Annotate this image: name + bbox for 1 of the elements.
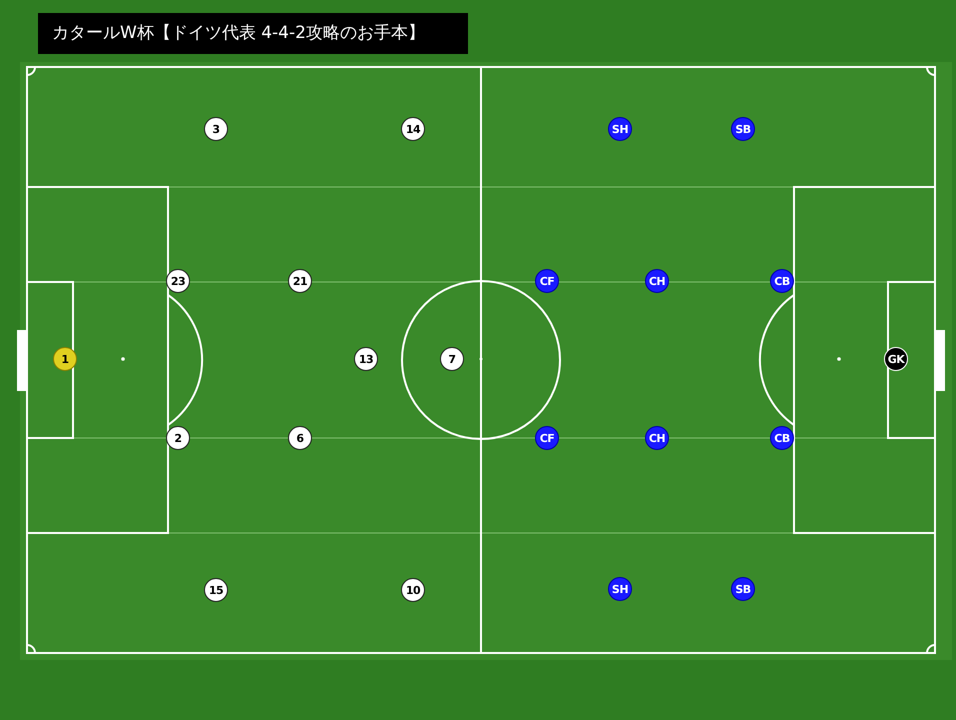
title: カタールW杯【ドイツ代表 4-4-2攻略のお手本】 — [38, 13, 468, 54]
